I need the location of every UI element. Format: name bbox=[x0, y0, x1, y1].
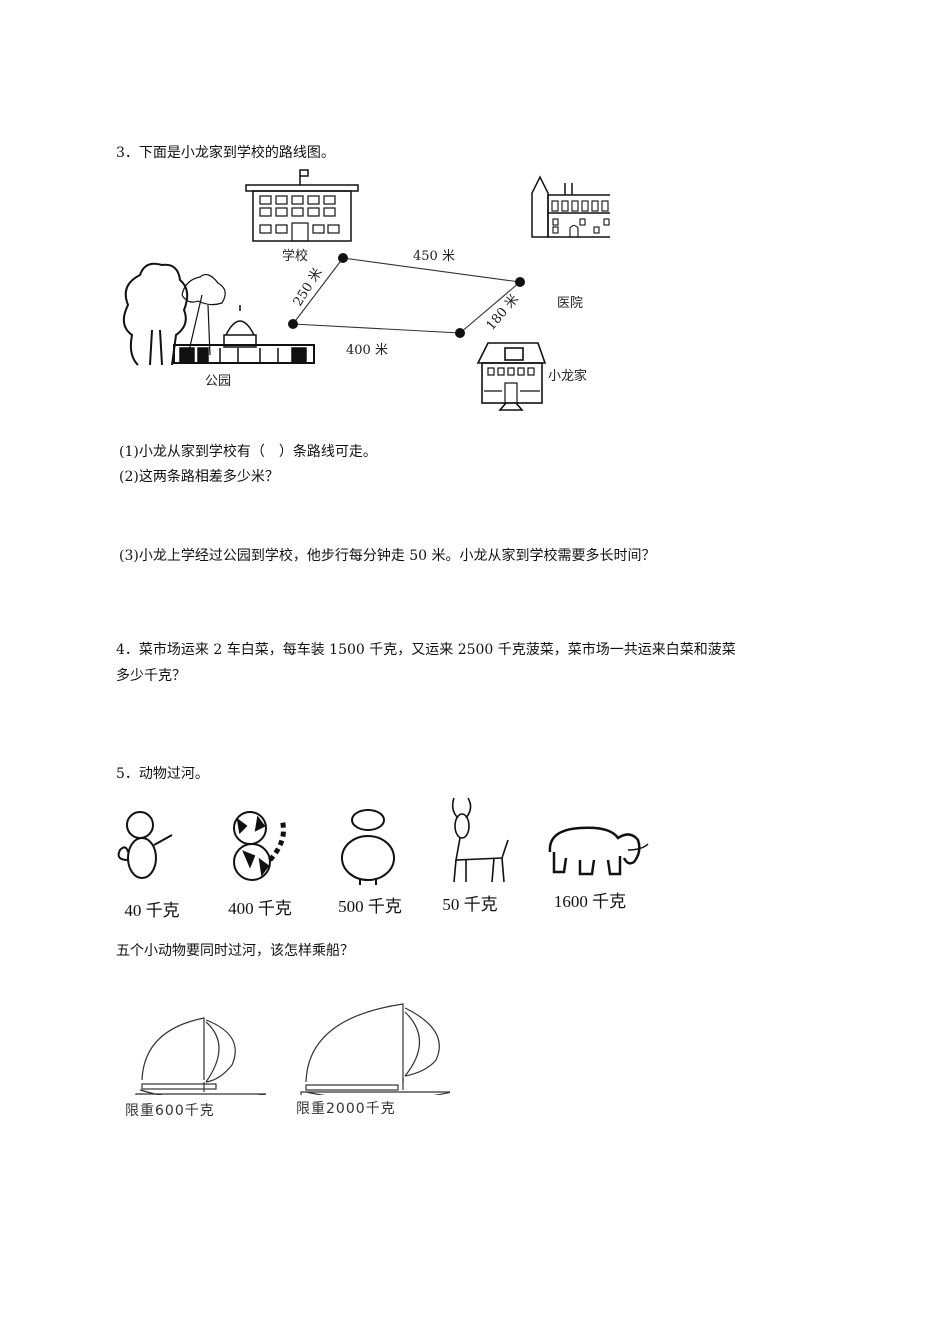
animals-figure bbox=[117, 797, 649, 885]
q3-sub2: (2)这两条路相差多少米？ bbox=[119, 469, 279, 485]
school-label: 学校 bbox=[282, 248, 308, 264]
hospital-label: 医院 bbox=[557, 296, 583, 311]
park-label: 公园 bbox=[205, 374, 231, 389]
distance-hospital-home: 180 米 bbox=[484, 292, 522, 334]
boat-small-icon bbox=[135, 1017, 267, 1095]
cow-icon bbox=[341, 809, 395, 885]
q5-question: 五个小动物要同时过河，该怎样乘船？ bbox=[116, 943, 354, 959]
park-trees-icon bbox=[122, 262, 226, 366]
school-building-icon bbox=[245, 169, 359, 242]
q5-title: 5．动物过河。 bbox=[116, 766, 209, 782]
q4-line2: 多少千克？ bbox=[116, 668, 186, 684]
q3-title: 3．下面是小龙家到学校的路线图。 bbox=[116, 145, 335, 161]
distance-home-park: 400 米 bbox=[346, 343, 388, 358]
boat-large-limit: 限重2000千克 bbox=[296, 1101, 396, 1117]
park-building-icon bbox=[173, 305, 315, 364]
animal-weight-goat: 50 千克 bbox=[442, 895, 498, 914]
route-nodes bbox=[288, 253, 525, 338]
home-label: 小龙家 bbox=[548, 368, 587, 384]
animal-weight-monkey: 40 千克 bbox=[124, 901, 180, 920]
boat-large-icon bbox=[300, 1003, 450, 1095]
distance-school-hospital: 450 米 bbox=[413, 249, 455, 264]
animal-weight-cow: 500 千克 bbox=[338, 897, 402, 916]
monkey-icon bbox=[117, 811, 173, 879]
goat-icon bbox=[451, 797, 509, 883]
boats-figure bbox=[135, 1003, 450, 1095]
q4-line1: 4．菜市场运来 2 车白菜，每车装 1500 千克，又运来 2500 千克菠菜，… bbox=[116, 642, 736, 658]
route-lines bbox=[292, 257, 521, 334]
animal-weight-elephant: 1600 千克 bbox=[553, 892, 627, 911]
elephant-icon bbox=[548, 826, 649, 876]
hospital-building-icon bbox=[531, 175, 610, 238]
tiger-icon bbox=[233, 811, 286, 881]
animal-weight-tiger: 400 千克 bbox=[228, 899, 292, 918]
q3-sub1: (1)小龙从家到学校有（ ）条路线可走。 bbox=[119, 444, 377, 460]
q3-sub3: (3)小龙上学经过公园到学校，他步行每分钟走 50 米。小龙从家到学校需要多长时… bbox=[119, 548, 656, 564]
boat-small-limit: 限重600千克 bbox=[125, 1103, 215, 1119]
home-building-icon bbox=[476, 342, 547, 411]
route-map-figure: 学校 医院 公园 bbox=[122, 169, 610, 411]
